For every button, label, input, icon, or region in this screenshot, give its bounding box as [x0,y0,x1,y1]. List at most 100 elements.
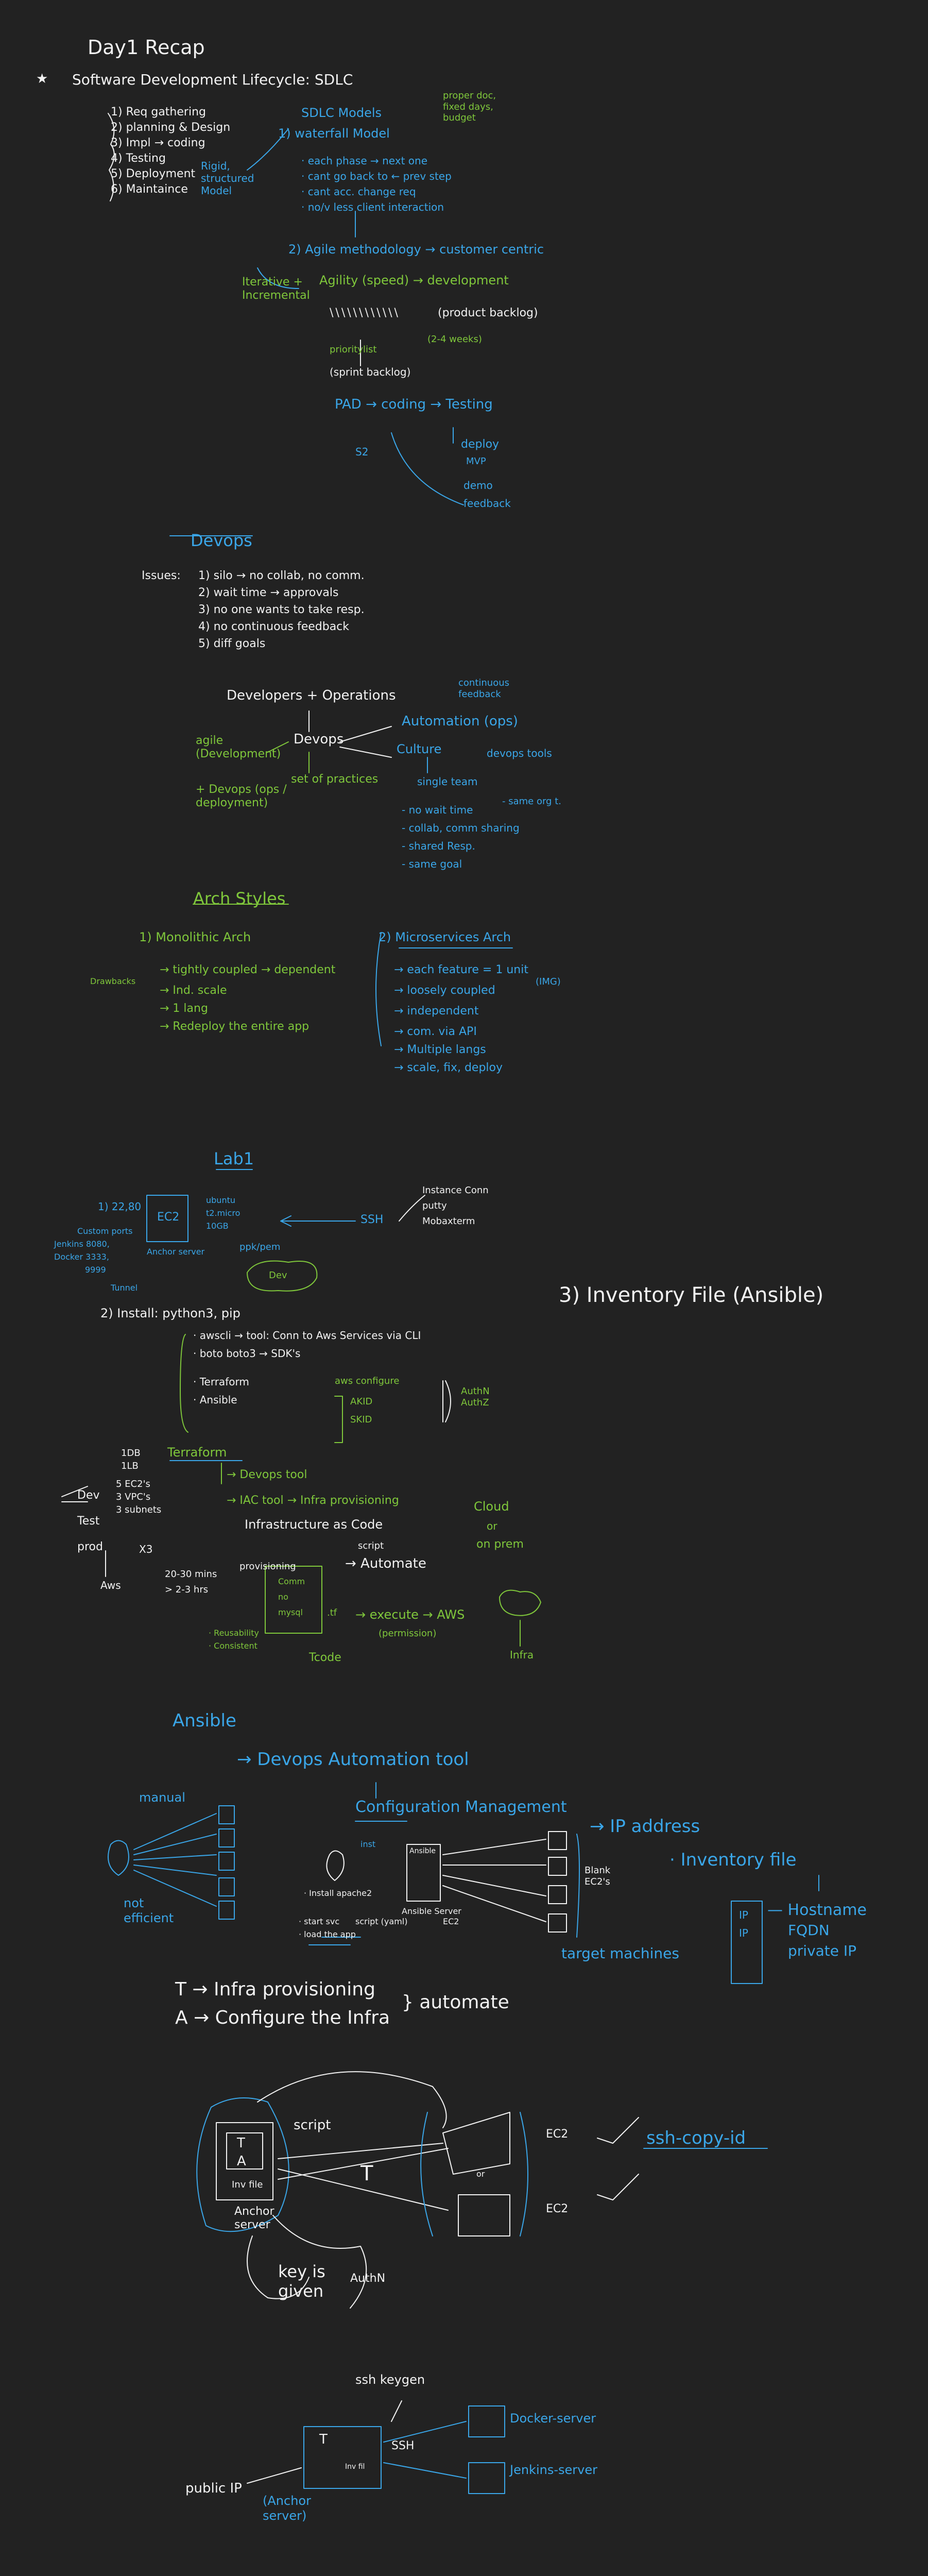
benefit-item: - collab, comm sharing [402,822,520,834]
ec2-spec: 10GB [206,1221,229,1231]
public-ip-label: public IP [185,2481,242,2496]
ec2-spec: ubuntu [206,1195,235,1205]
demo-label: demo [463,479,493,492]
ssh-tool: putty [422,1200,447,1211]
ssh-arrow-label: SSH [391,2439,415,2452]
install-step: · Install apache2 [304,1888,372,1898]
phase-item: 2) planning & Design [111,121,231,134]
tool-item: · Ansible [193,1394,237,1406]
s2-label: S2 [355,446,369,458]
key-given-label: key is given [278,2262,325,2301]
hostname-item: FQDN [788,1922,830,1939]
quality-item: · Reusability [209,1628,259,1638]
tf-ext-label: .tf [327,1607,337,1618]
script-label: script [358,1540,384,1551]
file-line: no [278,1592,288,1602]
anchor-keygen-label: (Anchor server) [263,2494,311,2523]
inv-fil-label: Inv fil [345,2463,365,2471]
drawbacks-label: Drawbacks [90,976,136,986]
ssh-label: SSH [360,1213,384,1226]
aws-label: Aws [100,1579,121,1591]
phase-item: 4) Testing [111,152,166,165]
resource-count: 1LB [121,1461,139,1471]
inst-label: inst [360,1839,376,1849]
jenkins-server-label: Jenkins-server [510,2463,597,2477]
blank-ec2-label: Blank EC2's [585,1865,611,1887]
t-center-label: T [360,2162,373,2185]
tool-item: · awscli → tool: Conn to Aws Services vi… [193,1329,421,1342]
target-machines-label: target machines [561,1945,679,1962]
ansible-title: Ansible [173,1710,236,1731]
tunnel-label: Tunnel [111,1283,138,1293]
weeks-label: (2-4 weeks) [427,334,482,345]
script-diagram-label: script [294,2117,331,2133]
devops-automation-label: → Devops Automation tool [237,1749,469,1770]
benefit-item: - shared Resp. [402,840,475,852]
feedback-label: feedback [463,497,511,510]
mono-point: → Redeploy the entire app [160,1020,310,1033]
manual-label: manual [139,1790,185,1805]
anchor-server-label: Anchor server [147,1247,205,1257]
provisioning-label: provisioning [239,1561,296,1572]
iterative-label: Iterative + Incremental [242,276,310,302]
anchor-server-diagram: Anchor server [234,2205,274,2232]
micro-point: → com. via API [394,1025,477,1038]
ssh-copy-id-label: ssh-copy-id [646,2128,746,2148]
waterfall-point: · cant acc. change req [301,185,416,198]
benefit-item: - same goal [402,858,462,870]
waterfall-point: · each phase → next one [301,155,428,167]
iac-expansion: Infrastructure as Code [245,1517,383,1532]
agile-label: 2) Agile methodology → customer centric [288,242,544,257]
env-item: prod [77,1540,103,1553]
terraform-title: Terraform [167,1445,227,1460]
ec2-diagram-label: EC2 [546,2128,569,2141]
sdlc-models-title: SDLC Models [301,106,382,120]
resource-count: 3 VPC's [116,1492,151,1502]
issue-item: 4) no continuous feedback [198,620,350,633]
or-label: or [487,1520,497,1532]
waterfall-label: 1) waterfall Model [278,126,390,141]
inventory-file-heading: 3) Inventory File (Ansible) [559,1283,824,1307]
devops-tool-label: → Devops tool [227,1468,307,1481]
on-prem-label: on prem [476,1538,524,1551]
mvp-label: MVP [466,456,486,467]
mono-title: 1) Monolithic Arch [139,930,251,944]
sprint-backlog: (sprint backlog) [330,366,411,378]
config-mgmt-label: Configuration Management [355,1798,567,1816]
port-item: Custom ports [77,1226,133,1236]
img-label: (IMG) [536,976,561,987]
t-label: T [237,2136,245,2151]
ip-address-label: → IP address [590,1816,700,1837]
mono-point: → tightly coupled → dependent [160,963,336,976]
devops-tools-label: devops tools [487,747,552,759]
ansible-server-label: Ansible Server [402,1906,461,1916]
star-icon: ★ [36,71,48,87]
deploy-label: deploy [461,438,500,451]
ec2-box-label: EC2 [157,1211,180,1224]
agile-dev-label: agile (Development) [196,734,281,761]
micro-title: 2) Microservices Arch [379,930,511,944]
micro-point: → independent [394,1005,479,1018]
phase-item: 3) Impl → coding [111,137,205,149]
devops-word: Devops [294,732,344,747]
single-team-label: single team [417,775,478,788]
automate-brace: } automate [402,1992,509,2013]
waterfall-note: proper doc, fixed days, budget [443,90,496,124]
phase-item: 5) Deployment [111,167,196,180]
issues-label: Issues: [142,569,181,582]
ppk-label: ppk/pem [239,1242,281,1252]
ansible-box-label: Ansible [409,1847,436,1855]
ec2-spec: t2.micro [206,1208,240,1218]
time-item: > 2-3 hrs [165,1584,209,1595]
agility-label: Agility (speed) → development [319,273,509,287]
culture-label: Culture [397,742,442,756]
phase-item: 6) Maintaince [111,183,188,196]
script-yaml-label: script (yaml) [355,1917,408,1926]
prioritylist-label: prioritylist [330,344,377,355]
set-of-practices: set of practices [291,773,379,786]
issue-item: 2) wait time → approvals [198,586,339,599]
micro-point: → each feature = 1 unit [394,963,528,976]
waterfall-point: · no/v less client interaction [301,201,444,213]
install-step: · start svc [299,1917,340,1926]
